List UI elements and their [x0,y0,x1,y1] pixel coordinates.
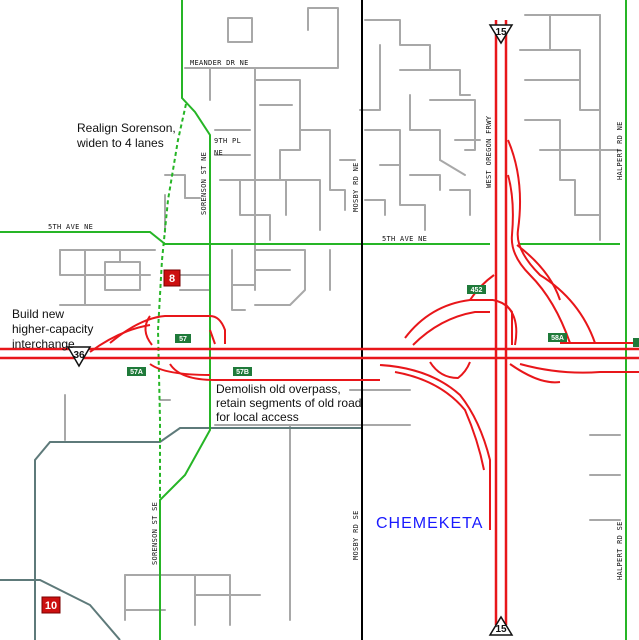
svg-text:452: 452 [471,287,483,294]
note-realign-line-1: Realign Sorenson, [77,121,176,135]
svg-text:57: 57 [179,336,187,343]
street-label-mosby-se: MOSBY RD SE [352,510,360,560]
exit-tab-452: 452 [467,285,486,294]
street-label-9th-pl: 9TH PL [214,137,241,145]
exit-tab-57b: 57B [233,367,252,376]
svg-text:57A: 57A [130,369,143,376]
svg-text:10: 10 [45,600,57,612]
svg-text:58A: 58A [551,335,564,342]
svg-text:36: 36 [73,350,85,361]
note-demolish-line-1: Demolish old overpass, [216,382,341,396]
exit-tab-58a: 58A [548,333,567,342]
local-street-network [59,7,621,626]
note-demolish-line-3: for local access [216,410,299,424]
street-label-mosby-ne: MOSBY RD NE [352,162,360,212]
street-label-5th-ave-east: 5TH AVE NE [382,235,427,243]
note-demolish-line-2: retain segments of old road [216,396,361,410]
proposed-sorenson-alignment [156,103,187,500]
note-build-line-2: higher-capacity [12,322,93,336]
svg-text:57B: 57B [236,369,249,376]
svg-text:15: 15 [495,624,507,635]
street-label-halpert-se: HALPERT RD SE [616,521,624,580]
route-15-shield-top: 15 [488,24,514,45]
freeway-network [0,20,639,625]
exit-tab-57a: 57A [127,367,146,376]
street-label-west-oregon: WEST OREGON FRWY [485,115,493,188]
city-label: CHEMEKETA [376,515,483,532]
street-label-5th-ave-west: 5TH AVE NE [48,223,93,231]
street-label-sorenson-ne: SORENSON ST NE [200,152,208,215]
note-build-line-3: interchange [12,337,75,351]
route-36-shield: 36 [66,346,92,368]
note-realign-line-2: widen to 4 lanes [76,136,164,150]
project-marker-10: 10 [41,596,61,614]
street-label-sorenson-se: SORENSON ST SE [151,502,159,565]
project-marker-8: 8 [163,269,181,287]
exit-tab-57: 57 [175,334,191,343]
street-label-halpert-ne: HALPERT RD NE [616,121,624,180]
svg-text:15: 15 [495,27,507,38]
route-15-shield-bottom: 15 [488,615,514,636]
note-build-line-1: Build new [12,307,64,321]
street-label-9th-pl-ne: NE [214,149,223,157]
street-label-meander: MEANDER DR NE [190,59,249,67]
svg-text:8: 8 [169,273,175,285]
exit-tab-edge [633,338,639,347]
